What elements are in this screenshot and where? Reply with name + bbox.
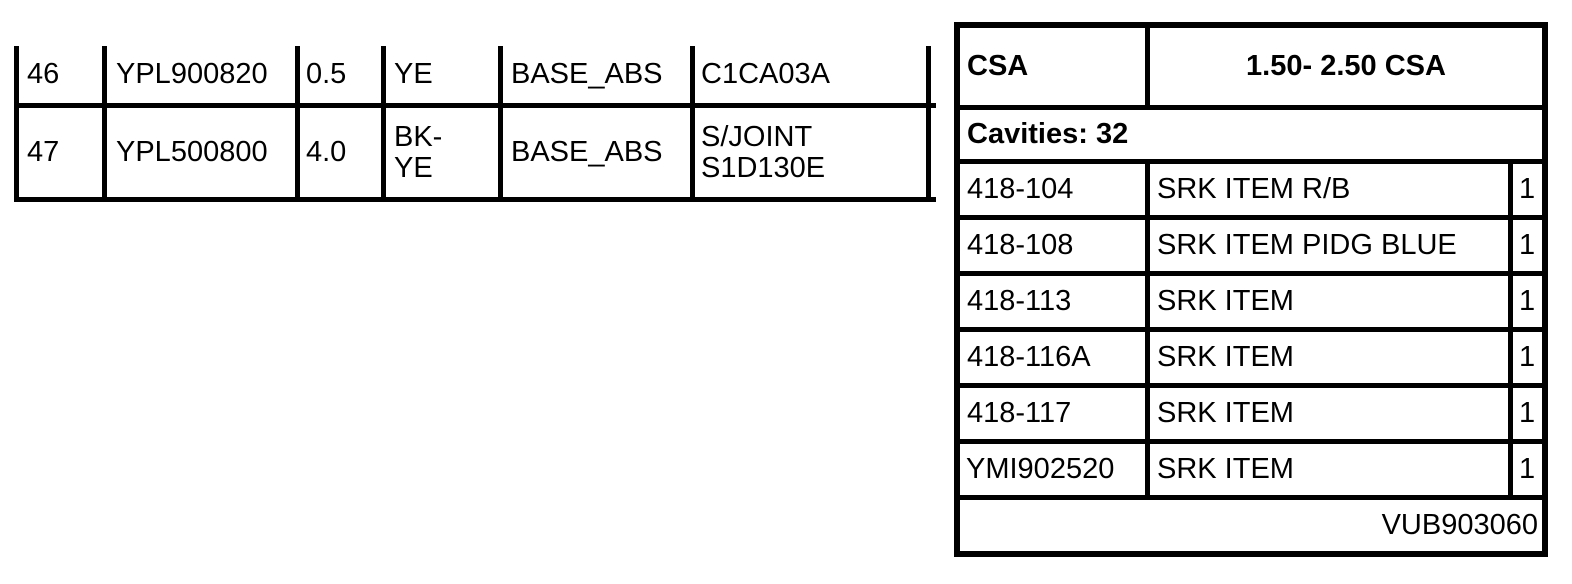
cavities-count: Cavities: 32 [967, 118, 1129, 150]
item-quantity: 1 [1519, 285, 1536, 317]
item-row: 418-104 SRK ITEM R/B 1 [960, 164, 1542, 220]
column-divider [1145, 332, 1150, 383]
item-quantity: 1 [1519, 453, 1536, 485]
column-divider [1508, 444, 1513, 495]
wire-destination: S/JOINT S1D130E [695, 108, 925, 197]
item-quantity: 1 [1519, 173, 1536, 205]
wire-color: YE [394, 58, 433, 90]
item-row: YMI902520 SRK ITEM 1 [960, 444, 1542, 500]
csa-header-value: 1.50- 2.50 CSA [1246, 50, 1446, 82]
wire-part-number: YPL900820 [116, 58, 268, 90]
item-description: SRK ITEM [1157, 285, 1294, 317]
column-divider [1145, 28, 1150, 105]
csa-footer-row: VUB903060 [960, 500, 1542, 551]
column-divider [1508, 388, 1513, 439]
item-quantity: 1 [1519, 397, 1536, 429]
wire-number: 47 [27, 136, 60, 168]
cavities-row: Cavities: 32 [960, 110, 1542, 164]
csa-header-row: CSA 1.50- 2.50 CSA [960, 28, 1542, 110]
item-row: 418-108 SRK ITEM PIDG BLUE 1 [960, 220, 1542, 276]
column-divider [381, 46, 386, 197]
item-description: SRK ITEM R/B [1157, 173, 1351, 205]
wire-destination: C1CA03A [701, 58, 830, 90]
item-description: SRK ITEM [1157, 341, 1294, 373]
wire-size: 0.5 [306, 58, 347, 90]
column-divider [1145, 276, 1150, 327]
item-description: SRK ITEM [1157, 397, 1294, 429]
item-code: 418-108 [967, 229, 1074, 261]
csa-table: CSA 1.50- 2.50 CSA Cavities: 32 418-104 … [954, 22, 1548, 557]
column-divider [926, 46, 931, 197]
wire-table: 46 YPL900820 0.5 YE BASE_ABS C1CA03A 47 … [14, 46, 936, 202]
wire-destination-line: S1D130E [701, 151, 826, 184]
column-divider [1508, 164, 1513, 215]
item-row: 418-113 SRK ITEM 1 [960, 276, 1542, 332]
wire-destination-line: S/JOINT [701, 120, 813, 153]
column-divider [1508, 276, 1513, 327]
column-divider [14, 46, 19, 197]
item-quantity: 1 [1519, 341, 1536, 373]
wire-row: 47 YPL500800 4.0 BK- YE BASE_ABS S/JOINT… [14, 108, 936, 202]
wire-size: 4.0 [306, 136, 347, 168]
item-code: 418-104 [967, 173, 1074, 205]
wire-base: BASE_ABS [511, 136, 663, 168]
item-quantity: 1 [1519, 229, 1536, 261]
footer-code: VUB903060 [1381, 509, 1538, 541]
csa-header-label: CSA [967, 50, 1029, 82]
wire-color-line: BK- [394, 120, 443, 153]
column-divider [1145, 164, 1150, 215]
column-divider [1145, 220, 1150, 271]
wire-number: 46 [27, 58, 60, 90]
column-divider [1145, 444, 1150, 495]
wire-color: BK- YE [386, 108, 498, 197]
column-divider [690, 46, 695, 197]
item-code: 418-116A [967, 341, 1091, 373]
column-divider [1508, 332, 1513, 383]
column-divider [498, 46, 503, 197]
item-row: 418-117 SRK ITEM 1 [960, 388, 1542, 444]
item-description: SRK ITEM [1157, 453, 1294, 485]
item-code: 418-113 [967, 285, 1072, 317]
column-divider [102, 46, 107, 197]
wire-base: BASE_ABS [511, 58, 663, 90]
wire-color-line: YE [394, 151, 433, 184]
column-divider [1145, 388, 1150, 439]
wire-row: 46 YPL900820 0.5 YE BASE_ABS C1CA03A [14, 46, 936, 108]
item-code: 418-117 [967, 397, 1072, 429]
wire-part-number: YPL500800 [116, 136, 268, 168]
item-code: YMI902520 [966, 453, 1115, 485]
item-row: 418-116A SRK ITEM 1 [960, 332, 1542, 388]
column-divider [295, 46, 300, 197]
column-divider [1508, 220, 1513, 271]
item-description: SRK ITEM PIDG BLUE [1157, 229, 1457, 261]
